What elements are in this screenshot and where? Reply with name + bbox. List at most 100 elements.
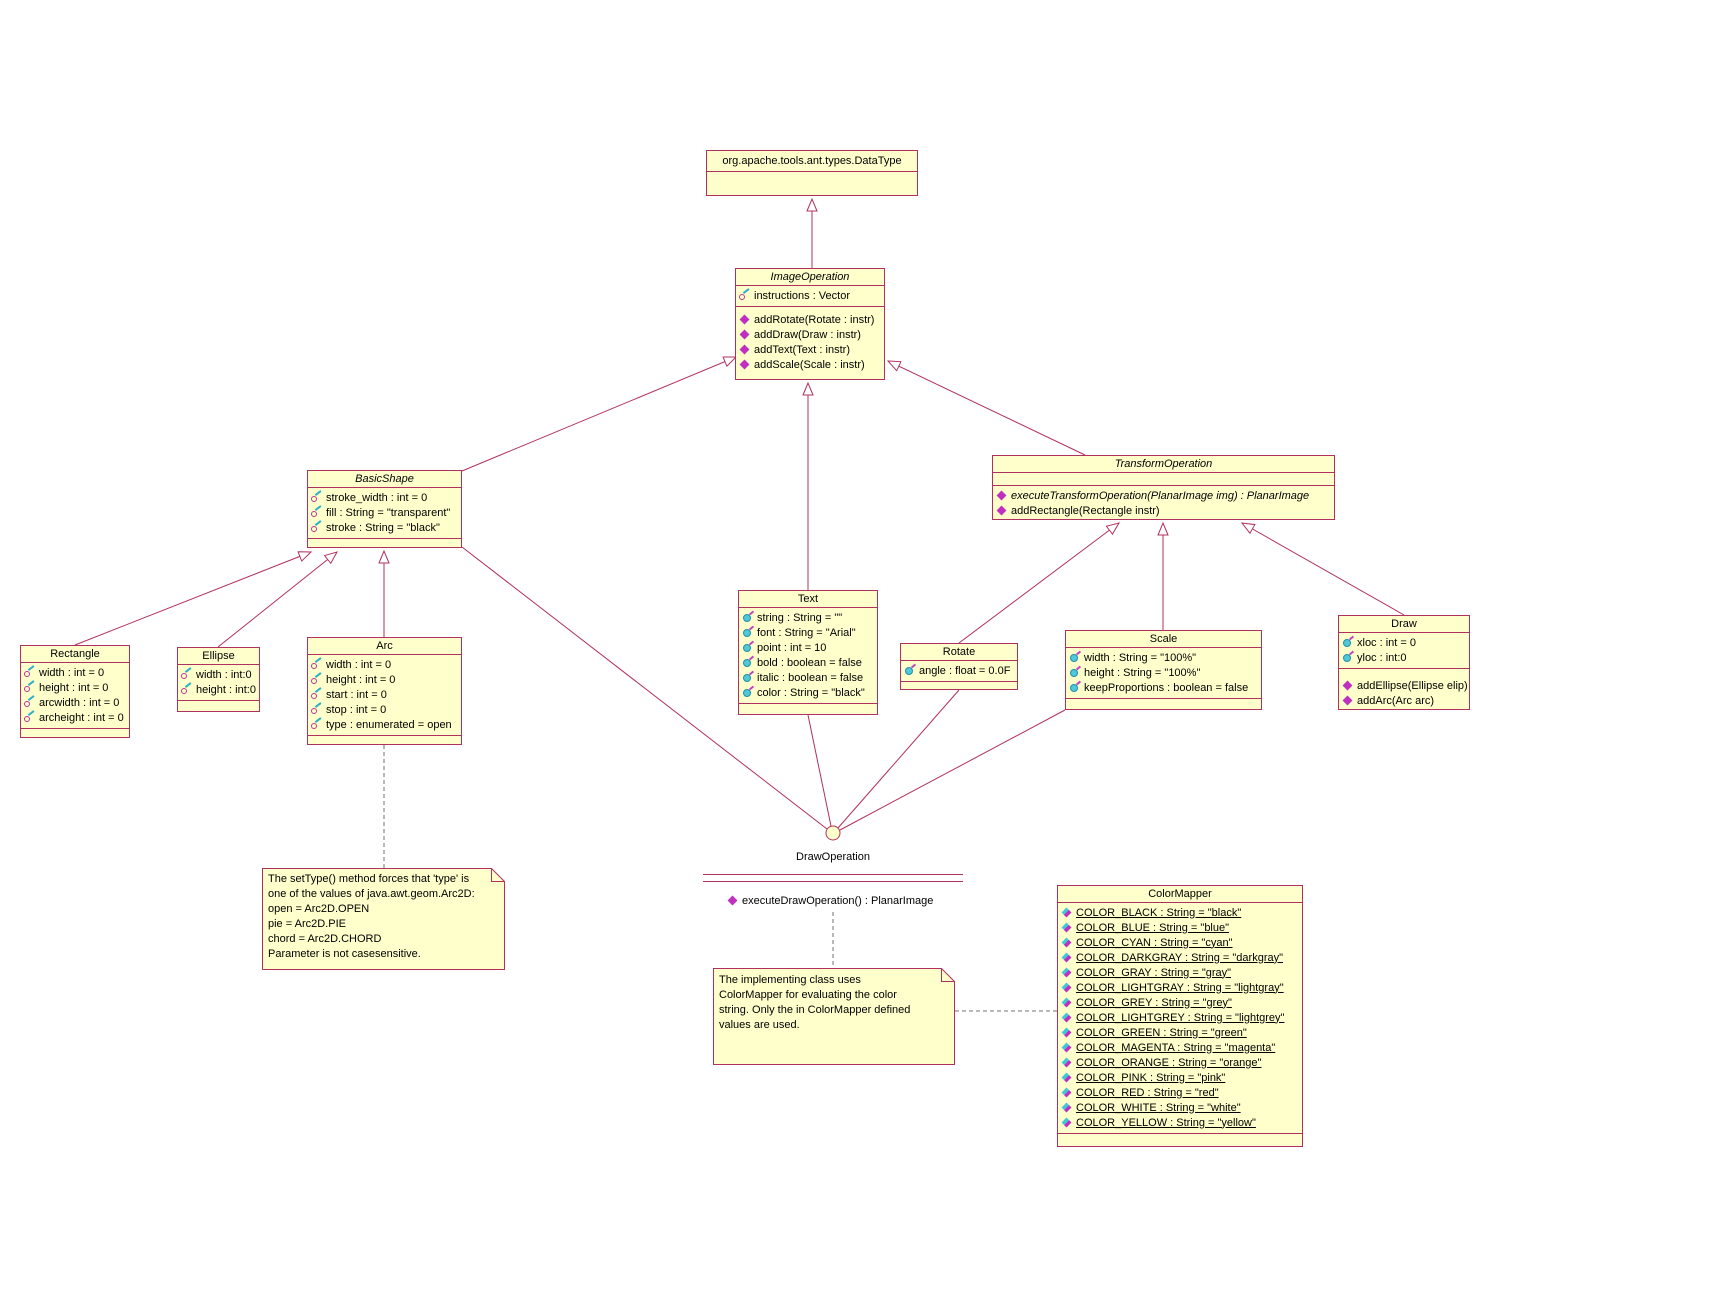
static-attribute-icon (1061, 952, 1074, 963)
note-shape-colormapper[interactable] (713, 968, 955, 1065)
attribute-label: COLOR_RED : String = "red" (1076, 1086, 1219, 1099)
note-line: The setType() method forces that 'type' … (268, 873, 470, 885)
class-title: BasicShape (355, 473, 414, 485)
class-box-scale[interactable]: Scale width : String = "100%" height : S… (1065, 630, 1262, 710)
public-attribute-icon (1069, 682, 1082, 693)
method-label: addText(Text : instr) (754, 343, 850, 356)
note-fold-colormapper (941, 968, 955, 982)
class-box-draw[interactable]: Draw xloc : int = 0 yloc : int:0 addElli… (1338, 615, 1470, 710)
interface-name: DrawOperation (796, 851, 870, 863)
class-box-rotate[interactable]: Rotate angle : float = 0.0F (900, 643, 1018, 690)
attribute-label: COLOR_GREY : String = "grey" (1076, 996, 1232, 1009)
note-line: Parameter is not casesensitive. (268, 948, 421, 960)
class-title: Rotate (942, 646, 976, 658)
method-icon (1342, 695, 1355, 706)
class-title: ColorMapper (1148, 888, 1212, 900)
edge-basicshape-drawoperation (461, 546, 828, 830)
method-row: addRotate(Rotate : instr) (736, 312, 884, 327)
empty-compartment (707, 171, 917, 195)
attribute-row: COLOR_LIGHTGREY : String = "lightgrey" (1058, 1010, 1302, 1025)
attribute-row: COLOR_LIGHTGRAY : String = "lightgray" (1058, 980, 1302, 995)
attributes-compartment: width : int = 0 height : int = 0 start :… (308, 654, 461, 735)
edge-transformoperation-imageoperation (888, 361, 1086, 456)
attribute-label: instructions : Vector (754, 289, 850, 302)
empty-compartment (21, 728, 129, 737)
class-box-basicshape[interactable]: BasicShape stroke_width : int = 0 fill :… (307, 470, 462, 548)
attributes-compartment: string : String = "" font : String = "Ar… (739, 607, 877, 703)
method-icon (727, 895, 740, 906)
attribute-row: width : String = "100%" (1066, 650, 1261, 665)
note-line: pie = Arc2D.PIE (268, 918, 346, 930)
note-line: The implementing class uses (719, 974, 861, 986)
protected-attribute-icon (181, 684, 194, 695)
static-attribute-icon (1061, 1117, 1074, 1128)
public-attribute-icon (742, 687, 755, 698)
method-label: executeTransformOperation(PlanarImage im… (1011, 489, 1310, 502)
method-label: addEllipse(Ellipse elip) (1357, 679, 1468, 692)
attribute-label: type : enumerated = open (326, 718, 452, 731)
empty-compartment (308, 538, 461, 547)
attribute-row: width : int = 0 (308, 657, 461, 672)
class-box-transformoperation[interactable]: TransformOperation executeTransformOpera… (992, 455, 1335, 520)
note-shapes (262, 868, 955, 1065)
note-line: string. Only the in ColorMapper defined (719, 1004, 911, 1016)
attribute-row: font : String = "Arial" (739, 625, 877, 640)
method-label: addRotate(Rotate : instr) (754, 313, 875, 326)
static-attribute-icon (1061, 922, 1074, 933)
static-attribute-icon (1061, 937, 1074, 948)
class-box-datatype[interactable]: org.apache.tools.ant.types.DataType (706, 150, 918, 196)
method-icon (739, 359, 752, 370)
attribute-row: COLOR_RED : String = "red" (1058, 1085, 1302, 1100)
class-box-imageoperation[interactable]: ImageOperation instructions : Vector add… (735, 268, 885, 380)
class-box-rectangle[interactable]: Rectangle width : int = 0 height : int =… (20, 645, 130, 738)
attribute-row: width : int = 0 (21, 665, 129, 680)
class-title: Scale (1149, 633, 1178, 645)
class-box-colormapper[interactable]: ColorMapper COLOR_BLACK : String = "blac… (1057, 885, 1303, 1147)
lollipop-interface-circle[interactable] (825, 825, 841, 841)
attribute-label: bold : boolean = false (757, 656, 862, 669)
attribute-row: width : int:0 (178, 667, 259, 682)
protected-attribute-icon (24, 712, 37, 723)
protected-attribute-icon (311, 507, 324, 518)
attribute-row: italic : boolean = false (739, 670, 877, 685)
class-title: ImageOperation (770, 271, 850, 283)
class-box-ellipse[interactable]: Ellipse width : int:0 height : int:0 (177, 647, 260, 712)
attribute-label: height : int:0 (196, 683, 256, 696)
methods-compartment: addEllipse(Ellipse elip) addArc(Arc arc) (1339, 668, 1469, 709)
public-attribute-icon (1342, 637, 1355, 648)
attributes-compartment: xloc : int = 0 yloc : int:0 (1339, 632, 1469, 668)
protected-attribute-icon (181, 669, 194, 680)
edge-rotate-drawoperation (837, 689, 960, 829)
attributes-compartment: width : String = "100%" height : String … (1066, 647, 1261, 698)
method-label: addScale(Scale : instr) (754, 358, 865, 371)
public-attribute-icon (1069, 667, 1082, 678)
static-attribute-icon (1061, 1102, 1074, 1113)
note-colormapper-text: The implementing class uses ColorMapper … (719, 973, 947, 1033)
edge-rotate-transformoperation (958, 523, 1119, 644)
attribute-label: stroke_width : int = 0 (326, 491, 428, 504)
method-row: addText(Text : instr) (736, 342, 884, 357)
class-box-text[interactable]: Text string : String = "" font : String … (738, 590, 878, 715)
attribute-row: COLOR_YELLOW : String = "yellow" (1058, 1115, 1302, 1130)
attribute-row: height : int = 0 (308, 672, 461, 687)
attribute-row: type : enumerated = open (308, 717, 461, 732)
attribute-row: color : String = "black" (739, 685, 877, 700)
method-label: addRectangle(Rectangle instr) (1011, 504, 1160, 517)
note-line: open = Arc2D.OPEN (268, 903, 370, 915)
attribute-row: COLOR_BLACK : String = "black" (1058, 905, 1302, 920)
protected-attribute-icon (311, 674, 324, 685)
method-icon (996, 490, 1009, 501)
edge-draw-transformoperation (1242, 523, 1405, 616)
attribute-row: point : int = 10 (739, 640, 877, 655)
note-shape-settype[interactable] (262, 868, 505, 970)
attribute-label: italic : boolean = false (757, 671, 864, 684)
protected-attribute-icon (311, 492, 324, 503)
attribute-row: COLOR_GREEN : String = "green" (1058, 1025, 1302, 1040)
interface-method-row: executeDrawOperation() : PlanarImage (727, 893, 933, 908)
attribute-label: height : int = 0 (326, 673, 396, 686)
attributes-compartment: COLOR_BLACK : String = "black" COLOR_BLU… (1058, 902, 1302, 1133)
protected-attribute-icon (24, 682, 37, 693)
attribute-row: instructions : Vector (736, 288, 884, 303)
class-box-arc[interactable]: Arc width : int = 0 height : int = 0 sta… (307, 637, 462, 745)
attribute-row: COLOR_BLUE : String = "blue" (1058, 920, 1302, 935)
